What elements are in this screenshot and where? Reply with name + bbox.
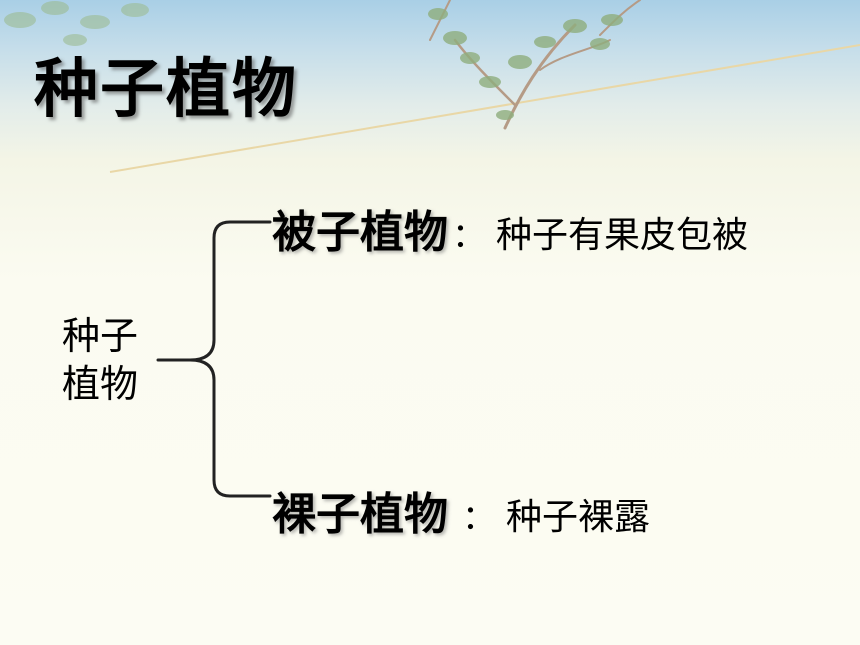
gymnosperm-branch: 裸子植物 ：种子裸露: [272, 478, 650, 542]
classification-brace: [156, 220, 272, 498]
gymnosperm-description: 种子裸露: [506, 497, 651, 538]
angiosperm-description: 种子有果皮包被: [496, 215, 749, 256]
diagonal-line-decoration: [109, 44, 860, 173]
gymnosperm-colon: ：: [462, 498, 496, 538]
slide-title: 种子植物: [34, 53, 298, 127]
angiosperm-colon: ：: [452, 216, 486, 256]
angiosperm-branch: 被子植物：种子有果皮包被: [272, 196, 748, 260]
leaf-cluster-icon: [428, 8, 623, 120]
side-label-line-2: 植物: [62, 362, 139, 406]
gymnosperm-term: 裸子植物: [272, 489, 448, 540]
side-label-line-1: 种子: [62, 314, 139, 358]
left-foliage-icon: [4, 1, 149, 46]
header-background-decoration: [4, 0, 860, 173]
brace-line: [156, 220, 272, 498]
angiosperm-term: 被子植物: [272, 207, 448, 258]
seed-plants-label: 种子 植物: [62, 312, 158, 408]
